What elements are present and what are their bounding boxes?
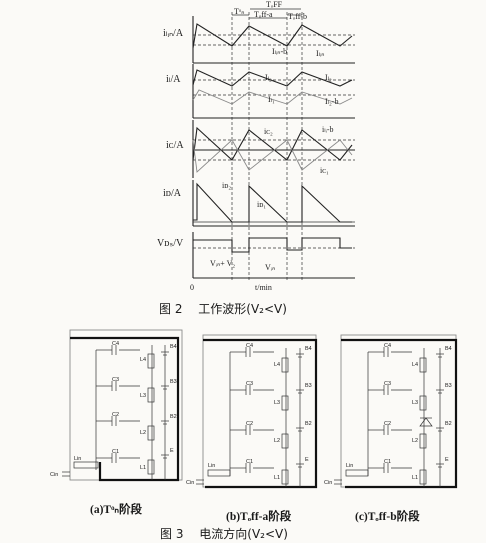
axis-ic-label: iᴄ/A [166,140,184,151]
label-l3-c: L3 [412,400,418,406]
label-l2-b: L2 [274,438,280,444]
figure3-caption: 图 3 电流方向(V₂<V) [160,526,288,541]
label-c3-a: C3 [112,377,119,383]
label-c4-c: C4 [384,343,391,349]
label-b4-a: B4 [170,344,177,350]
circuit-panel-b: C4 C3 C2 C1 L4 L3 L2 L1 B4 B3 B2 E Lin C… [186,334,318,489]
label-c1-a: C1 [112,449,119,455]
label-c1-c: C1 [384,459,391,465]
label-l1-a: L1 [140,465,146,471]
axis-ilin-label: iₗᵢₙ/A [163,28,184,39]
label-lin-b: Lin [208,463,215,469]
label-c2-a: C2 [112,412,119,418]
label-c4-b: C4 [246,343,253,349]
il1-waveform [192,89,353,105]
label-b3-c: B3 [445,383,452,389]
label-e-b: E [305,457,309,463]
axis-id-label: iᴅ/A [163,188,182,199]
panel-a-label: (a)Tᵒₙ阶段 [90,502,142,516]
vds-waveform [193,237,352,253]
label-cin-a: Cin [50,472,58,478]
ic1-label: iᴄ₁ [320,166,329,175]
label-c2-b: C2 [246,421,253,427]
vin-label: Vᵢₙ [265,263,275,272]
id1-label: iᴅ₁ [257,200,266,209]
label-b4-c: B4 [445,346,452,352]
waveform-figure: TₒFF Tᵒₙ Tₒff-a Tₒff-b iₗᵢₙ/A Iₗᵢₙ-b Iₗᵢ… [157,0,355,316]
label-l4-c: L4 [412,362,418,368]
label-l3-a: L3 [140,393,146,399]
label-l1-b: L1 [274,475,280,481]
figure2-caption: 图 2 工作波形(V₂<V) [159,302,287,316]
id2-waveform [193,182,352,223]
il2-waveform [192,69,353,87]
ton-label: Tᵒₙ [234,7,244,16]
panel-il: iₗ/A Iₗ₂ Iₗ₂ Iₗ₁ Iₗ₂-b [166,64,355,119]
il2b-label: Iₗ₂-b [325,97,338,106]
label-l2-c: L2 [412,438,418,444]
timing-arrows: TₒFF Tᵒₙ Tₒff-a Tₒff-b [232,0,307,21]
axis-il-label: iₗ/A [166,74,181,85]
label-c3-c: C3 [384,381,391,387]
vin-v2-label: Vᵢₙ+ V₂ [210,259,235,268]
label-b3-a: B3 [170,379,177,385]
diode-icon [419,417,433,427]
label-l1-c: L1 [412,475,418,481]
ic2-label: iᴄ₂ [264,127,273,136]
ilin-b-label: Iₗᵢₙ-b [272,47,287,56]
panel-b-label: (b)Tₒff-a阶段 [226,509,292,523]
label-b2-b: B2 [305,421,312,427]
axis-vds-label: Vᴅₛ/V [157,238,184,249]
label-c3-b: C3 [246,381,253,387]
label-e-a: E [170,448,174,454]
label-b2-a: B2 [170,414,177,420]
label-c1-b: C1 [246,459,253,465]
ilin-waveform [192,23,353,49]
label-lin-c: Lin [346,463,353,469]
label-lin-a: Lin [74,456,81,462]
label-l4-b: L4 [274,362,280,368]
il2-label-a: Iₗ₂ [265,73,272,82]
circuit-panel-a: C4 C3 C2 C1 L4 L3 L2 L1 B4 B3 B2 E Lin C… [50,329,183,482]
ilib-label: iₗᵢ-b [322,125,334,134]
panel-vds: Vᴅₛ/V Vᵢₙ+ V₂ Vᵢₙ [157,232,355,279]
il2-label-b: Iₗ₂ [325,73,332,82]
label-e-c: E [445,457,449,463]
toff-label: TₒFF [266,0,283,9]
id2-label: iᴅ₂ [222,181,231,190]
label-b4-b: B4 [305,346,312,352]
toff-a-label: Tₒff-a [254,10,273,19]
time-axis-label: t/min [255,283,272,292]
label-l2-a: L2 [140,430,146,436]
label-l4-a: L4 [140,357,146,363]
panel-ic: iᴄ/A iᴄ₂ iₗᵢ-b iᴄ₁ [166,120,355,178]
ilin-label: Iₗᵢₙ [316,49,325,58]
ic2-waveform [192,126,353,161]
label-c2-c: C2 [384,421,391,427]
ic1-waveform [192,139,353,173]
panel-c-label: (c)Tₒff-b阶段 [355,509,420,523]
il1-label: Iₗ₁ [268,95,275,104]
circuit-panel-c: C4 C3 C2 C1 L4 L3 L2 L1 B4 B3 B2 E Lin C… [324,334,458,489]
label-l3-b: L3 [274,400,280,406]
circuit-figure: C4 C3 C2 C1 L4 L3 L2 L1 B4 B3 B2 E Lin C… [50,329,458,541]
label-cin-b: Cin [186,480,194,486]
origin-label: 0 [190,283,194,292]
panel-id: iᴅ/A iᴅ₂ iᴅ₁ [163,180,355,227]
panel-ilin: iₗᵢₙ/A Iₗᵢₙ-b Iₗᵢₙ [163,16,355,64]
label-c4-a: C4 [112,341,119,347]
toff-b-label: Tₒff-b [288,12,307,21]
label-b3-b: B3 [305,383,312,389]
label-b2-c: B2 [445,421,452,427]
label-cin-c: Cin [324,480,332,486]
